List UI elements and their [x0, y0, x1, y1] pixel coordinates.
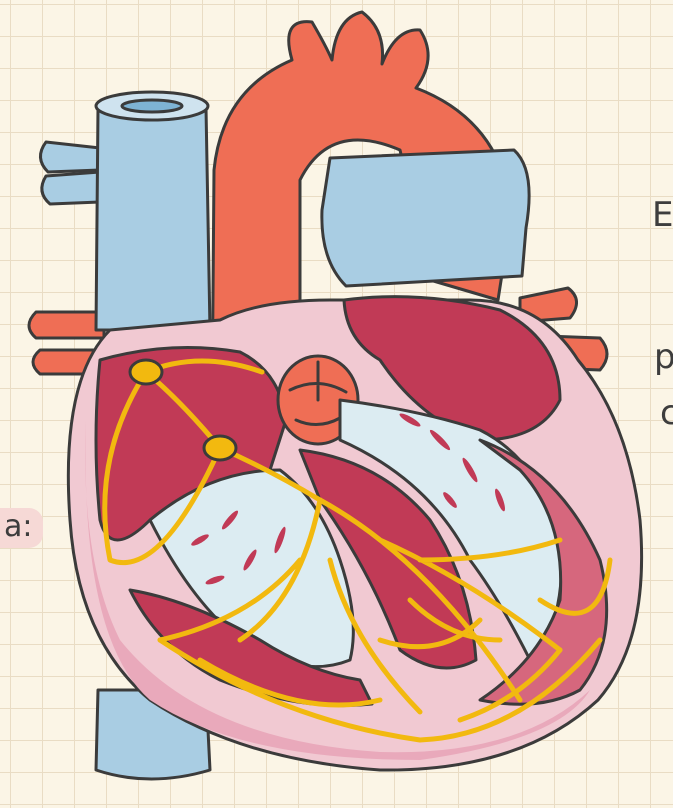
cropped-label-lower: c: [660, 396, 673, 430]
cropped-label-middle: p: [654, 340, 673, 374]
cropped-label-left-tag: a:: [0, 508, 43, 548]
cropped-label-top: E: [652, 198, 673, 232]
pulmonary-artery: [322, 150, 529, 286]
sinoatrial-node: [130, 360, 162, 384]
superior-vena-cava: [40, 92, 210, 330]
atrioventricular-node: [204, 436, 236, 460]
